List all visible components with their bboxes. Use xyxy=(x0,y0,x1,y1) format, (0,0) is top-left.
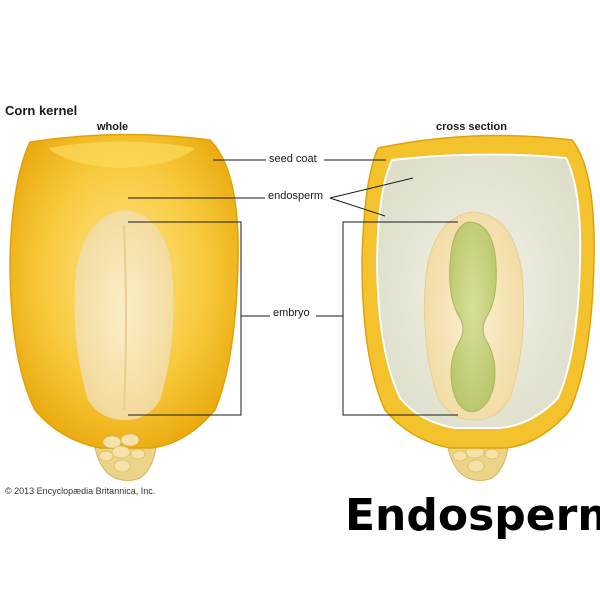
whole-top-dent xyxy=(48,141,195,168)
embryo-bracket-right xyxy=(342,221,458,416)
cross-section-caption: cross section xyxy=(436,121,507,133)
leader-lines xyxy=(128,159,458,416)
embryo-bracket-left xyxy=(128,221,242,416)
embryo-label: embryo xyxy=(272,307,311,319)
whole-tip-bumps xyxy=(98,433,146,473)
whole-embryo-ridge xyxy=(123,224,127,411)
copyright-notice: © 2013 Encyclopædia Britannica, Inc. xyxy=(5,486,156,496)
endosperm-leader-down xyxy=(329,197,386,217)
whole-kernel xyxy=(9,133,239,481)
endosperm-label: endosperm xyxy=(267,190,325,202)
whole-embryo xyxy=(74,210,174,420)
seed-coat-label: seed coat xyxy=(268,153,318,165)
cross-section-kernel xyxy=(361,134,595,481)
whole-view-caption: whole xyxy=(97,121,129,133)
diagram-title: Corn kernel xyxy=(5,103,78,118)
cross-embryo-axis xyxy=(449,221,497,413)
endosperm-leader-up xyxy=(329,177,414,199)
endosperm-caption: Endosperm xyxy=(345,490,600,541)
